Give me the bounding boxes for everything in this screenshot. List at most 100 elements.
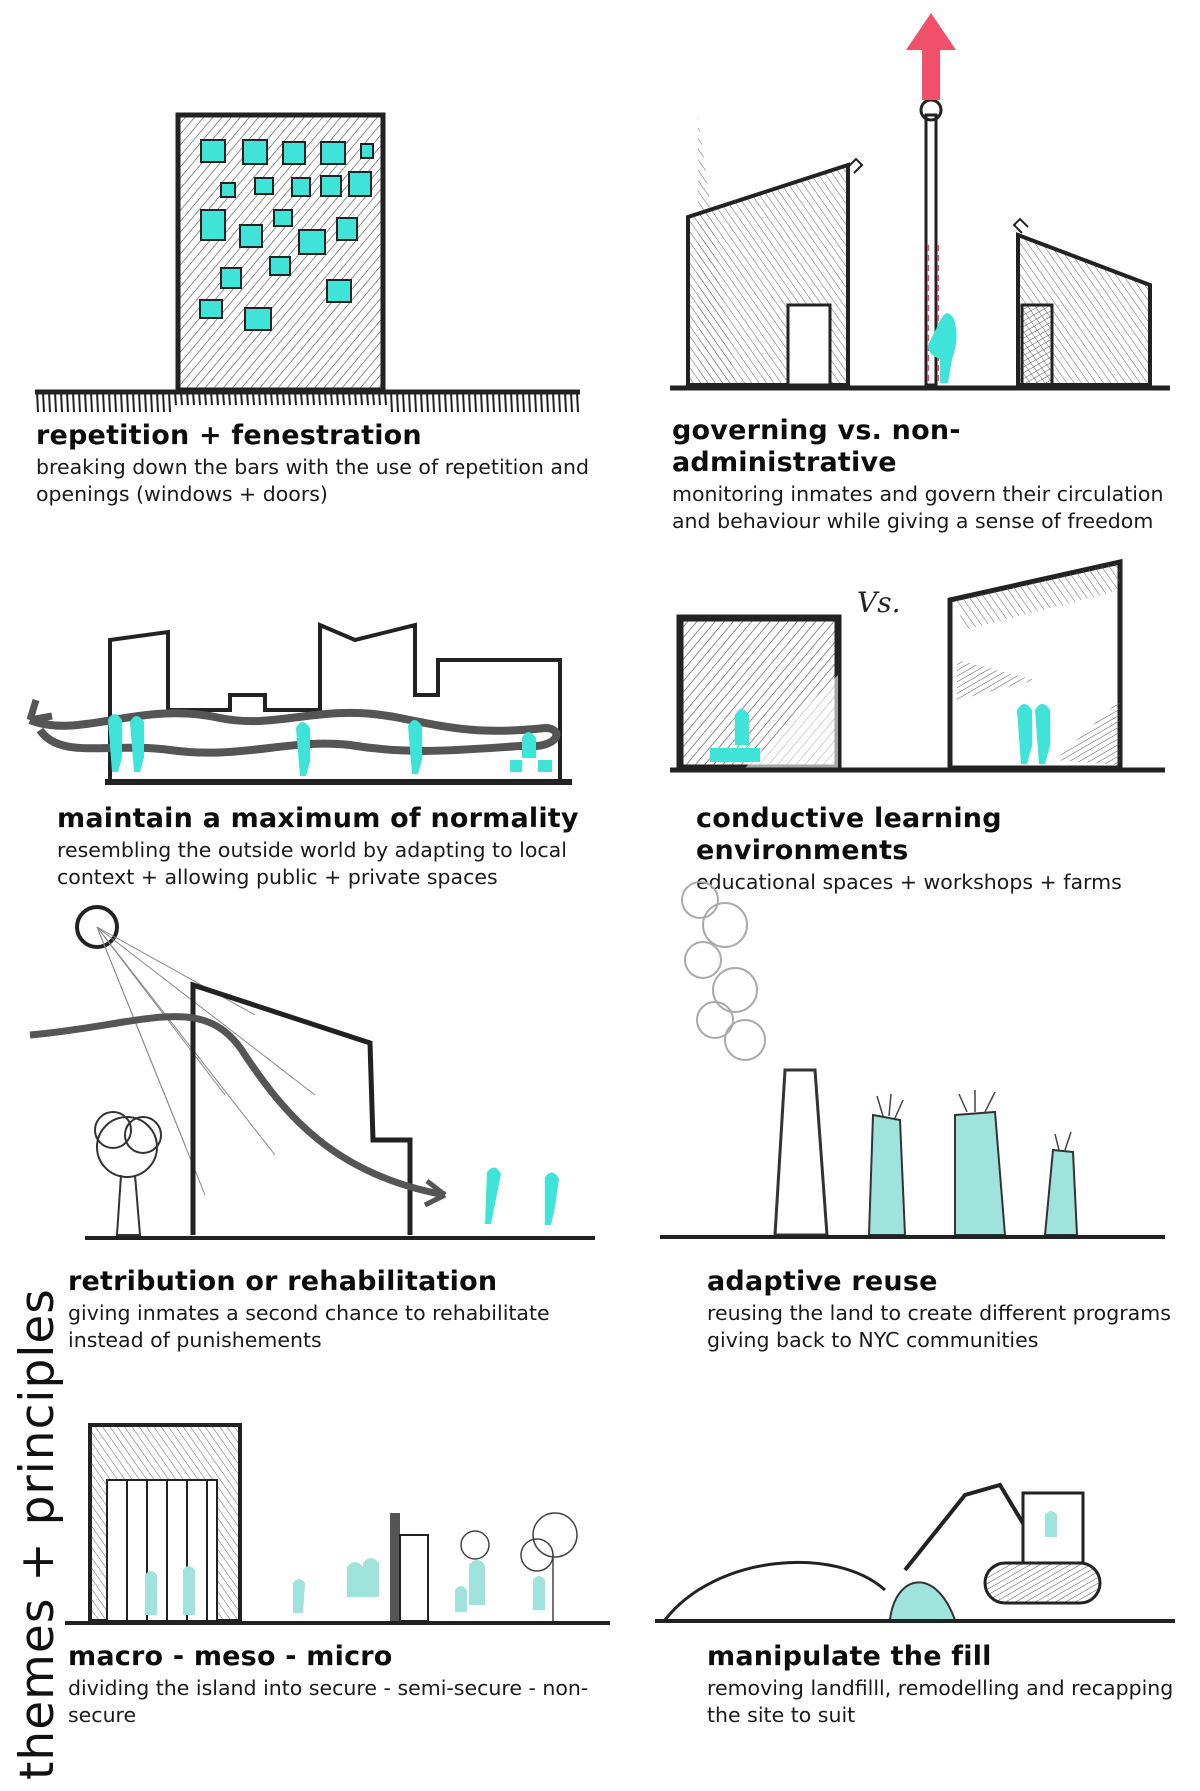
panel-title: manipulate the fill [707, 1641, 1197, 1673]
ground-tick [49, 392, 50, 412]
panel-title: adaptive reuse [707, 1266, 1197, 1298]
ground-tick [577, 392, 578, 412]
ground-tick [361, 392, 362, 405]
ground-tick [565, 392, 566, 412]
ground-tick [403, 392, 404, 412]
ground-tick [163, 392, 164, 412]
sketch-site-scales [65, 1405, 615, 1630]
panel-title: maintain a maximum of normality [57, 803, 617, 835]
ground-tick [115, 392, 116, 412]
ground-tick [397, 392, 398, 412]
panel-title: macro - meso - micro [68, 1641, 628, 1673]
ground-tick [511, 392, 512, 412]
ground-tick [199, 392, 200, 405]
ground-tick [553, 392, 554, 412]
ground-tick [517, 392, 518, 412]
ground-tick [559, 392, 560, 412]
vs-label: Vs. [857, 586, 901, 619]
ground-tick [127, 392, 128, 412]
side-title: themes + principles [10, 1288, 65, 1780]
ground-tick [481, 392, 482, 412]
ground-tick [217, 392, 218, 405]
ground-tick [571, 392, 572, 412]
panel-description: dividing the island into secure - semi-s… [68, 1675, 628, 1729]
ground-tick [337, 392, 338, 405]
ground-tick [223, 392, 224, 405]
ground-tick [193, 392, 194, 405]
ground-tick [259, 392, 260, 405]
ground-tick [463, 392, 464, 412]
ground-tick [145, 392, 146, 412]
ground-tick [415, 392, 416, 412]
ground-tick [235, 392, 236, 405]
ground-tick [493, 392, 494, 412]
ground-tick [487, 392, 488, 412]
ground-tick [151, 392, 152, 412]
panel-title: governing vs. non-administrative [672, 415, 1172, 479]
ground-tick [307, 392, 308, 405]
ground-tick [73, 392, 74, 412]
ground-tick [391, 392, 392, 412]
ground-tick [229, 392, 230, 405]
ground-tick [457, 392, 458, 412]
sketch-chimneys [655, 880, 1175, 1240]
ground-tick [445, 392, 446, 412]
panel-description: resembling the outside world by adapting… [57, 837, 617, 891]
ground-tick [283, 392, 284, 405]
ground-tick [325, 392, 326, 405]
panel-title: retribution or rehabilitation [68, 1266, 628, 1298]
ground-tick [91, 392, 92, 412]
ground-tick [157, 392, 158, 412]
ground-tick [433, 392, 434, 412]
ground-tick [37, 392, 38, 412]
ground-tick [439, 392, 440, 412]
sketch-streetscape [20, 610, 580, 790]
ground-tick [427, 392, 428, 412]
ground-tick [175, 392, 176, 405]
sketch-watchtower [670, 5, 1170, 400]
ground-tick [289, 392, 290, 405]
ground-tick [343, 392, 344, 405]
ground-tick [181, 392, 182, 405]
ground-tick [529, 392, 530, 412]
ground-tick [541, 392, 542, 412]
panel-title: conductive learning environments [696, 803, 1176, 867]
ground-tick [295, 392, 296, 405]
ground-tick [211, 392, 212, 405]
ground-tick [187, 392, 188, 405]
ground-tick [271, 392, 272, 405]
sketch-excavator [655, 1475, 1175, 1635]
ground-tick [349, 392, 350, 405]
ground-tick [367, 392, 368, 405]
ground-tick [451, 392, 452, 412]
ground-tick [469, 392, 470, 412]
ground-tick [301, 392, 302, 405]
ground-tick [547, 392, 548, 412]
ground-tick [505, 392, 506, 412]
ground-tick [109, 392, 110, 412]
panel-description: removing landfilll, remodelling and reca… [707, 1675, 1197, 1729]
ground-tick [313, 392, 314, 405]
panel-title: repetition + fenestration [36, 420, 596, 452]
sketch-rooms-compare: Vs. [665, 550, 1175, 785]
ground-tick [265, 392, 266, 405]
ground-tick [409, 392, 410, 412]
ground-tick [421, 392, 422, 412]
ground-tick [67, 392, 68, 412]
ground-tick [97, 392, 98, 412]
ground-tick [523, 392, 524, 412]
ground-tick [205, 392, 206, 405]
ground-tick [43, 392, 44, 412]
ground-tick [169, 392, 170, 412]
ground-tick [385, 392, 386, 405]
sketch-fenestration [35, 100, 595, 420]
panel-description: reusing the land to create different pro… [707, 1300, 1197, 1354]
ground-tick [253, 392, 254, 405]
ground-tick [373, 392, 374, 405]
ground-tick [139, 392, 140, 412]
ground-tick [379, 392, 380, 405]
ground-tick [535, 392, 536, 412]
ground-tick [247, 392, 248, 405]
ground-tick [241, 392, 242, 405]
ground-tick [331, 392, 332, 405]
